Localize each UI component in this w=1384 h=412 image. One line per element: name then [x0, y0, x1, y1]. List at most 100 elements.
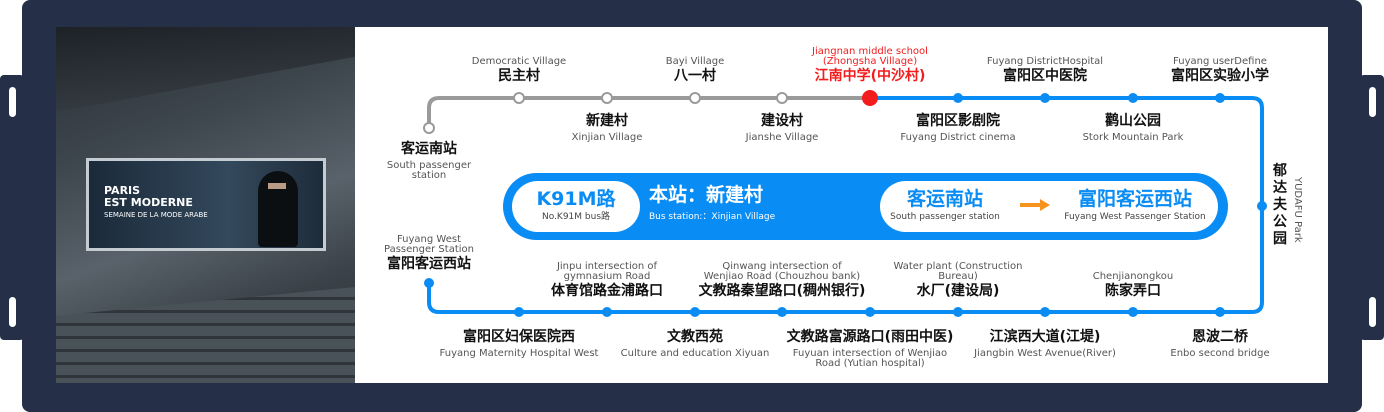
station-name-cn: 富阳区影剧院: [916, 113, 1000, 129]
station-name-cn: 水厂(建设局): [916, 283, 1000, 299]
station-dot: [1128, 93, 1138, 103]
station-dot: [1040, 307, 1050, 317]
station-name-en: Qinwang intersection of Wenjiao Road (Ch…: [703, 261, 861, 282]
station-dot: [865, 307, 875, 317]
station-dot: [862, 90, 878, 106]
station-label: 文教路富源路口(雨田中医) Fuyuan intersection of Wenj…: [787, 328, 954, 369]
station-dot: [953, 307, 963, 317]
station-dot: [690, 307, 700, 317]
station-name-en: South passenger station: [386, 160, 472, 181]
station-dot: [776, 92, 788, 104]
station-name-en: Jianshe Village: [745, 132, 819, 143]
right-mount-tab: [1360, 75, 1384, 340]
station-label: Qinwang intersection of Wenjiao Road (Ch…: [699, 262, 866, 300]
station-name-cn: 富阳区实验小学: [1171, 68, 1269, 84]
station-name-cn: 鹳山公园: [1104, 113, 1161, 129]
station-name-en: Bayi Village: [665, 56, 725, 67]
station-label: 新建村 Xinjian Village: [572, 112, 643, 143]
station-name-en: Democratic Village: [471, 56, 567, 67]
station-name-cn: 江滨西大道(江堤): [989, 329, 1101, 345]
station-dot: [1215, 307, 1225, 317]
current-station: 本站：新建村: [649, 184, 764, 206]
billboard-line3: SEMAINE DE LA MODE ARABE: [104, 211, 208, 219]
station-name-en: Chenjianongkou: [1092, 271, 1174, 282]
station-name-en: Stork Mountain Park: [1082, 132, 1184, 143]
station-dot-side: [1257, 201, 1267, 211]
station-dot: [777, 307, 787, 317]
side-station-label-en: YUDAFU Park: [1292, 177, 1303, 243]
station-label: 客运南站 South passenger station: [374, 140, 484, 181]
route-map: 客运南站 South passenger station Democratic Vi…: [355, 27, 1328, 383]
station-dot: [1128, 307, 1138, 317]
station-dot: [1040, 93, 1050, 103]
route-number: K91M路: [536, 188, 616, 210]
billboard-line1: PARIS: [104, 184, 141, 197]
station-name-en: Jiangnan middle school (Zhongsha Village…: [812, 46, 928, 67]
station-name-cn: 文教路秦望路口(稠州银行): [698, 283, 866, 299]
route-line: [423, 90, 1267, 317]
station-label: 恩波二桥 Enbo second bridge: [1170, 328, 1269, 359]
station-name-cn: 富阳客运西站: [387, 256, 471, 272]
station-name-cn: 民主村: [497, 68, 540, 84]
station-name-en: Fuyang Maternity Hospital West: [439, 348, 599, 359]
station-name-en: Fuyang DistrictHospital: [986, 56, 1104, 67]
station-label: 富阳区妇保医院西 Fuyang Maternity Hospital West: [440, 328, 599, 359]
station-dot-terminal: [424, 278, 434, 288]
billboard-figure: [258, 171, 298, 247]
station-label: Water plant (Construction Bureau)水厂(建设局): [878, 262, 1038, 300]
station-name-cn: 恩波二桥: [1191, 329, 1248, 345]
station-name-cn: 客运南站: [401, 141, 457, 157]
station-name-en: Enbo second bridge: [1170, 348, 1270, 359]
direction-arrow-icon: [1020, 199, 1050, 211]
station-name-cn: 八一村: [673, 68, 716, 84]
station-name-cn: 文教西苑: [666, 329, 723, 345]
station-name-cn: 体育馆路金浦路口: [551, 283, 663, 299]
station-name-cn: 新建村: [585, 113, 628, 129]
station-name-en: Fuyuan intersection of Wenjiao Road (Yut…: [792, 348, 948, 369]
station-label: 建设村 Jianshe Village: [746, 112, 819, 143]
station-label: Jiangnan middle school (Zhongsha Village…: [800, 47, 940, 85]
station-dot: [953, 93, 963, 103]
station-name-en: Jinpu intersection of gymnasium Road: [556, 261, 658, 282]
origin-station-en: South passenger station: [890, 212, 1000, 222]
route-number-en: No.K91M bus路: [541, 212, 611, 222]
side-station-label: 郁达夫公园: [1273, 163, 1287, 247]
station-dot: [1215, 93, 1225, 103]
station-label: 江滨西大道(江堤) Jiangbin West Avenue(River): [974, 328, 1116, 359]
left-mount-tab: [0, 75, 24, 340]
stairs: [56, 287, 355, 383]
station-name-cn: 富阳区中医院: [1002, 68, 1087, 84]
station-name-en: Jiangbin West Avenue(River): [974, 348, 1116, 359]
destination-station-en: Fuyang West Passenger Station: [1064, 212, 1206, 222]
direction-pill: 客运南站 South passenger station 富阳客运西站 Fuya…: [880, 181, 1218, 232]
station-dot: [601, 92, 613, 104]
station-dot: [689, 92, 701, 104]
station-dot: [513, 92, 525, 104]
route-number-pill: K91M路 No.K91M bus路: [512, 181, 640, 232]
station-name-cn: 建设村: [761, 113, 803, 129]
station-dot-terminal: [423, 122, 435, 134]
route-info-banner: K91M路 No.K91M bus路 本站：新建村 Bus station:：X…: [503, 173, 1228, 240]
station-name-en: Water plant (Construction Bureau): [893, 261, 1023, 282]
station-name-en: Xinjian Village: [571, 132, 643, 143]
station-name-cn: 富阳区妇保医院西: [462, 329, 575, 345]
destination-station: 富阳客运西站: [1077, 188, 1192, 210]
station-dot: [602, 307, 612, 317]
station-name-en: Fuyang West Passenger Station: [384, 234, 474, 255]
billboard-line2: EST MODERNE: [104, 196, 193, 209]
station-name-cn: 江南中学(中沙村): [814, 68, 926, 84]
station-name-en: Fuyang userDefine: [1173, 56, 1267, 67]
station-name-cn: 文教路富源路口(雨田中医): [786, 329, 954, 345]
